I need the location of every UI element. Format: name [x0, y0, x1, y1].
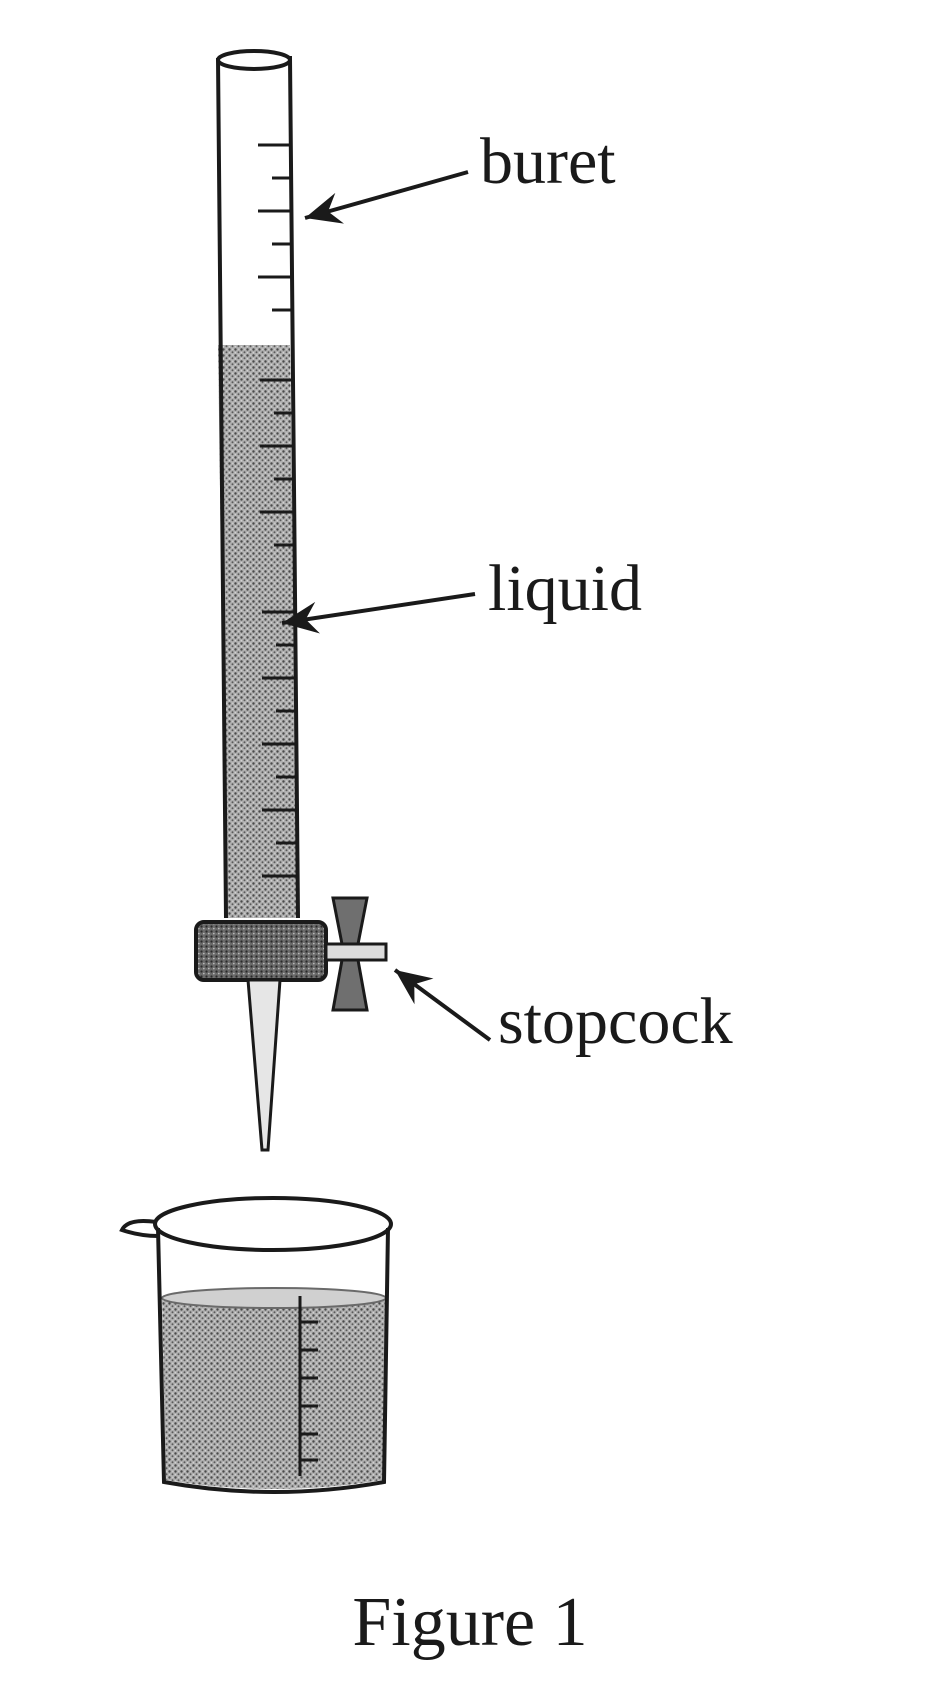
liquid-arrow — [281, 592, 476, 634]
beaker-liquid-surface — [161, 1287, 387, 1309]
buret-opening — [216, 49, 292, 71]
figure-caption: Figure 1 — [352, 1584, 587, 1661]
stopcock-stem — [324, 942, 388, 962]
buret-graduations — [258, 143, 298, 878]
liquid-label: liquid — [488, 552, 642, 625]
stopcock — [194, 896, 388, 1012]
beaker-spout — [119, 1219, 159, 1238]
beaker-body — [156, 1227, 390, 1494]
buret — [216, 49, 300, 919]
buret-tip — [246, 978, 282, 1152]
beaker-graduations — [298, 1296, 318, 1476]
buret-label: buret — [480, 125, 616, 198]
beaker — [119, 1196, 393, 1494]
stopcock-arrow — [393, 968, 492, 1042]
stopcock-handle-lower — [331, 958, 369, 1012]
stopcock-handle — [331, 896, 369, 946]
beaker-liquid — [162, 1298, 385, 1489]
beaker-rim — [153, 1196, 393, 1252]
buret-liquid — [218, 345, 298, 918]
stopcock-label: stopcock — [498, 985, 733, 1058]
buret-arrow — [304, 170, 469, 224]
stopcock-collar — [194, 920, 328, 982]
